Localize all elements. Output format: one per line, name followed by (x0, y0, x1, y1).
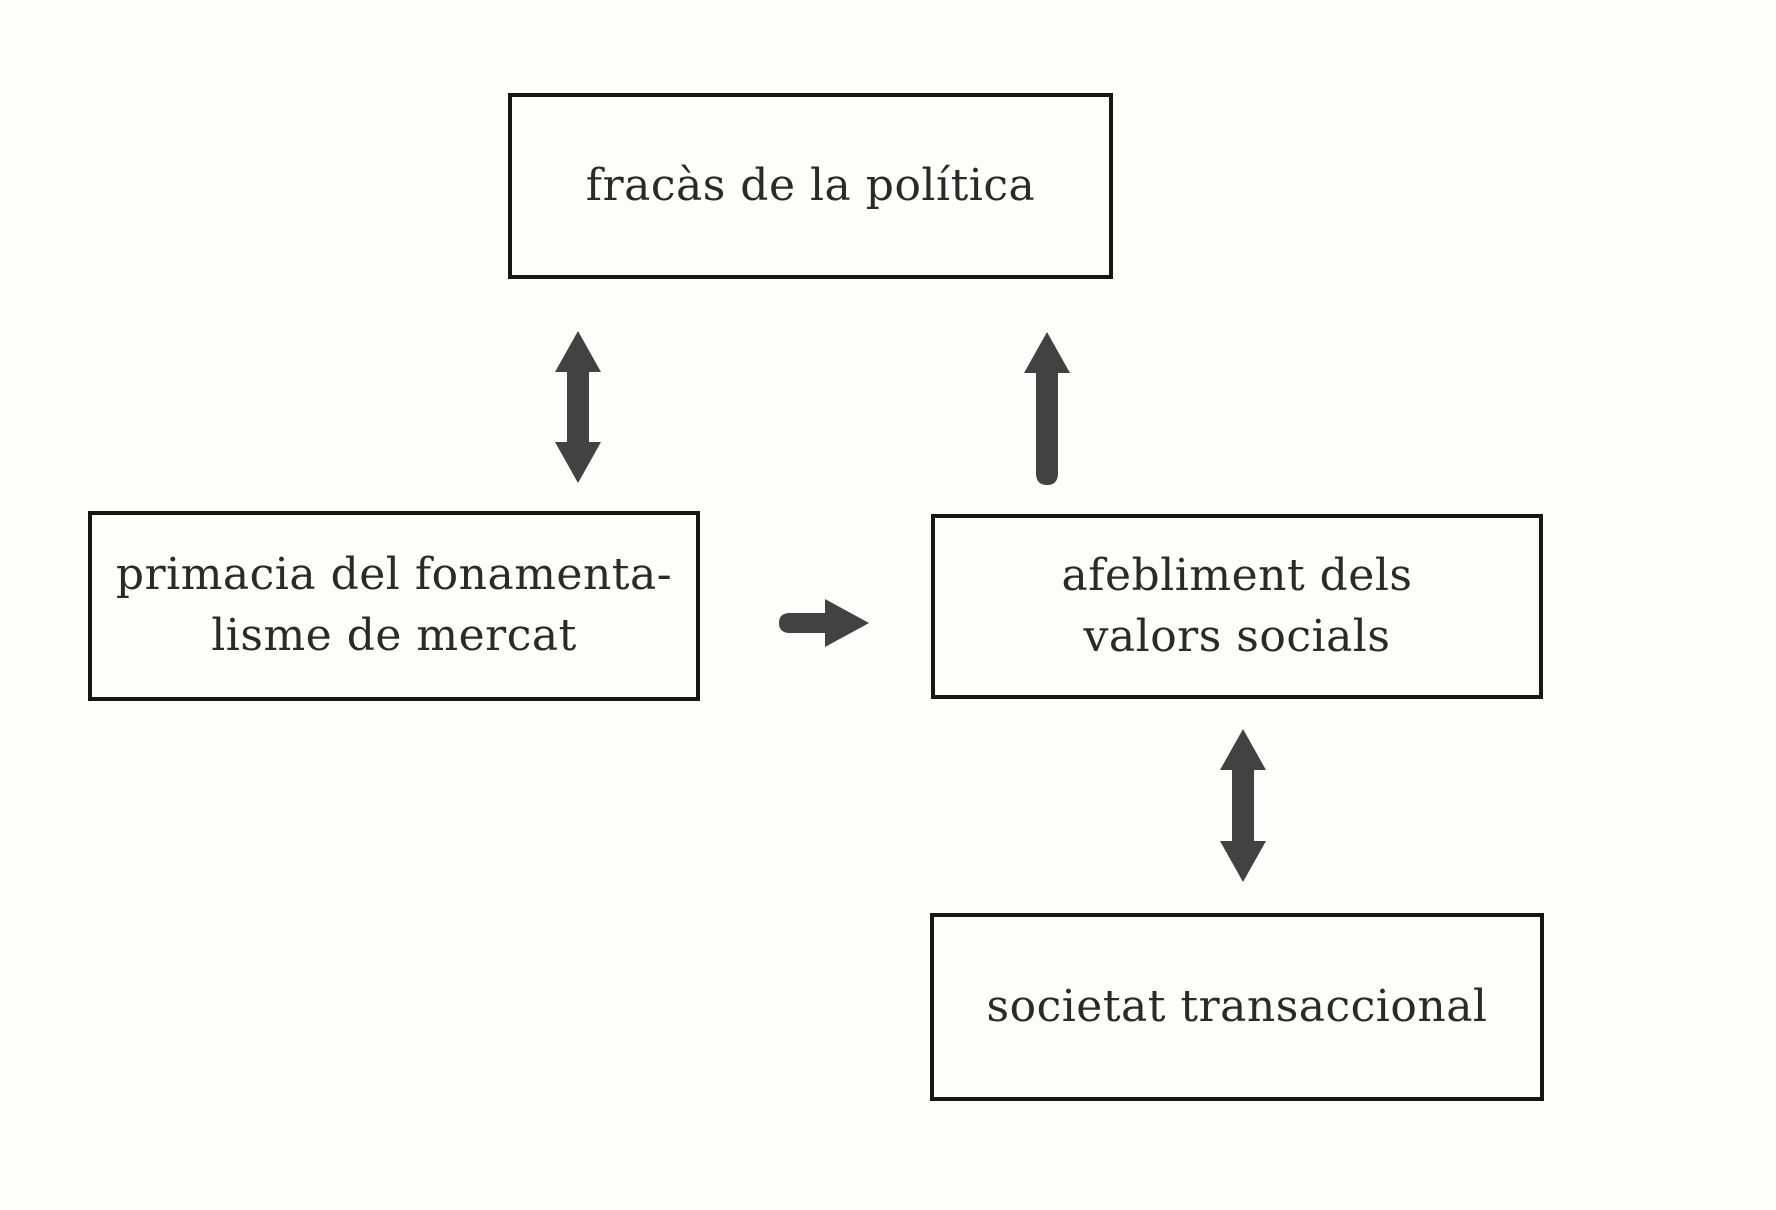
node-afebliment-valors: afebliment dels valors socials (931, 514, 1543, 699)
double-arrow-icon-top-left (555, 331, 601, 483)
node-societat-transaccional: societat transaccional (930, 913, 1544, 1101)
node-primacia-fonamentalisme: primacia del fonamenta- lisme de mercat (88, 511, 700, 701)
double-arrow-icon-right-bottom (1220, 729, 1266, 882)
up-arrow-icon-right-top (1024, 332, 1070, 485)
node-fracas-politica: fracàs de la política (508, 93, 1113, 279)
right-arrow-icon-left-right (779, 599, 869, 647)
